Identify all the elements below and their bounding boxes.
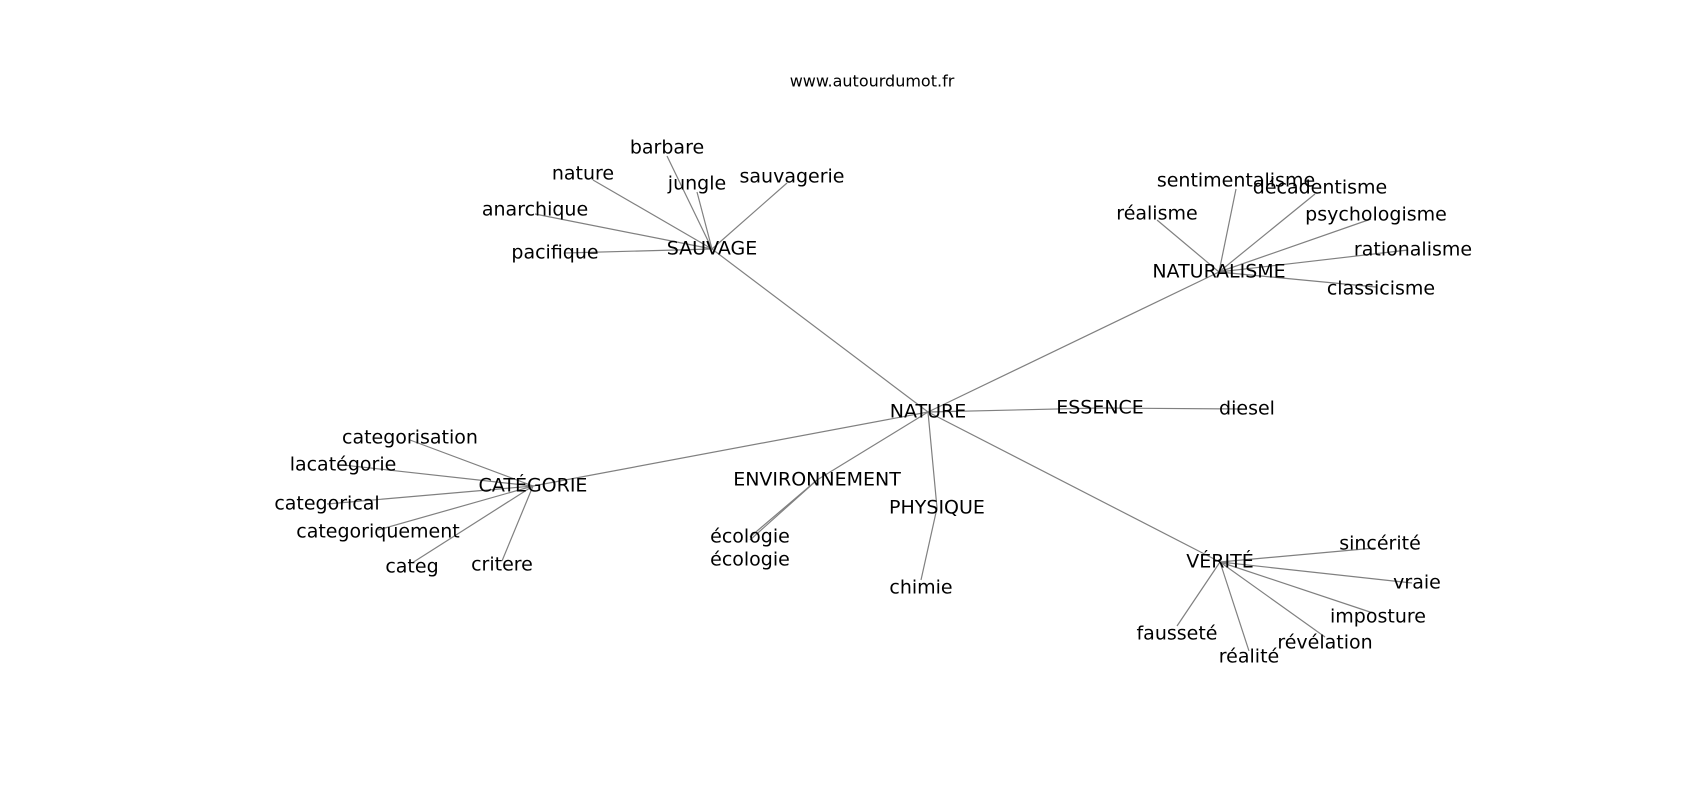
edge-categorie-categorisation (409, 439, 534, 487)
edge-sauvage-sauvagerie (711, 182, 788, 250)
node-naturalisme: NATURALISME (1152, 261, 1285, 283)
edge-naturalisme-psychologisme (1218, 218, 1372, 273)
edge-verite-imposture (1219, 561, 1374, 614)
node-essence: ESSENCE (1056, 397, 1144, 419)
node-revelation: révélation (1277, 632, 1372, 654)
edge-categorie-lacategorie (342, 464, 534, 487)
node-realisme: réalisme (1116, 203, 1197, 225)
node-categ: categ (385, 556, 438, 578)
edge-nature_center-naturalisme (927, 271, 1220, 413)
node-realite: réalité (1219, 646, 1279, 668)
node-sauvage: SAUVAGE (667, 238, 758, 260)
node-psychologisme: psychologisme (1305, 204, 1447, 226)
edge-naturalisme-classicisme (1218, 271, 1377, 288)
node-imposture: imposture (1330, 606, 1426, 628)
source-url: www.autourdumot.fr (790, 72, 955, 91)
node-sincerite: sincérité (1339, 533, 1421, 555)
edge-verite-realite (1219, 561, 1250, 652)
node-sentimentalisme: sentimentalisme (1157, 170, 1315, 192)
edge-sauvage-jungle (696, 191, 713, 250)
edge-naturalisme-realisme (1156, 219, 1220, 273)
node-barbare: barbare (630, 137, 704, 159)
node-categoriquement: categoriquement (296, 521, 460, 543)
edge-naturalisme-rationalisme (1218, 249, 1409, 273)
node-environnement: ENVIRONNEMENT (733, 469, 901, 491)
node-anarchique: anarchique (482, 199, 588, 221)
node-rationalisme: rationalisme (1354, 239, 1472, 261)
edge-verite-sincerite (1219, 547, 1376, 563)
edge-verite-revelation (1219, 561, 1326, 638)
node-ecologie1: écologie (710, 526, 790, 548)
node-diesel: diesel (1219, 398, 1275, 420)
node-vraie: vraie (1393, 572, 1441, 594)
edge-essence-diesel (1099, 407, 1243, 410)
edge-verite-faussete (1176, 561, 1221, 627)
edge-nature_center-categorie (532, 411, 929, 487)
edge-categorie-critere (501, 485, 534, 562)
edges-layer (326, 155, 1413, 652)
edge-categorie-categoriquement (377, 485, 534, 531)
node-nature_leaf: nature (552, 163, 614, 185)
edge-nature_center-essence (927, 407, 1101, 413)
node-physique: PHYSIQUE (889, 497, 985, 519)
node-categorical: categorical (274, 493, 379, 515)
edge-environnement-ecologie2 (749, 479, 818, 541)
edge-nature_center-physique (927, 411, 938, 509)
edge-verite-vraie (1219, 561, 1413, 584)
edge-physique-chimie (920, 507, 938, 581)
node-lacategorie: lacatégorie (290, 454, 397, 476)
node-decadentisme: décadentisme (1253, 177, 1387, 199)
node-sauvagerie: sauvagerie (739, 166, 844, 188)
edge-naturalisme-sentimentalisme (1218, 188, 1237, 273)
edge-naturalisme-decadentisme (1218, 193, 1316, 273)
edge-categorie-categ (411, 485, 534, 564)
node-ecologie2: écologie (710, 549, 790, 571)
node-nature_center: NATURE (890, 401, 966, 423)
edge-sauvage-barbare (666, 155, 713, 250)
edge-nature_center-environnement (816, 411, 929, 481)
node-pacifique: pacifique (511, 242, 598, 264)
edge-sauvage-pacifique (564, 248, 713, 254)
node-verite: VÉRITÉ (1186, 550, 1253, 573)
node-chimie: chimie (889, 577, 952, 599)
edge-sauvage-anarchique (534, 213, 713, 250)
edge-nature_center-verite (927, 411, 1221, 563)
node-categorisation: categorisation (342, 427, 478, 449)
node-jungle: jungle (667, 173, 726, 195)
node-categorie: CATÉGORIE (479, 474, 588, 497)
labels-layer: NATURE SAUVAGE NATURALISME ESSENCE CATÉGORIE… (274, 137, 1472, 668)
edge-categorie-categorical (326, 485, 534, 505)
node-classicisme: classicisme (1327, 278, 1435, 300)
edge-sauvage-nature_leaf (592, 179, 713, 250)
node-critere: critere (471, 554, 533, 576)
node-faussete: fausseté (1136, 623, 1217, 645)
edge-nature_center-sauvage (711, 248, 929, 413)
